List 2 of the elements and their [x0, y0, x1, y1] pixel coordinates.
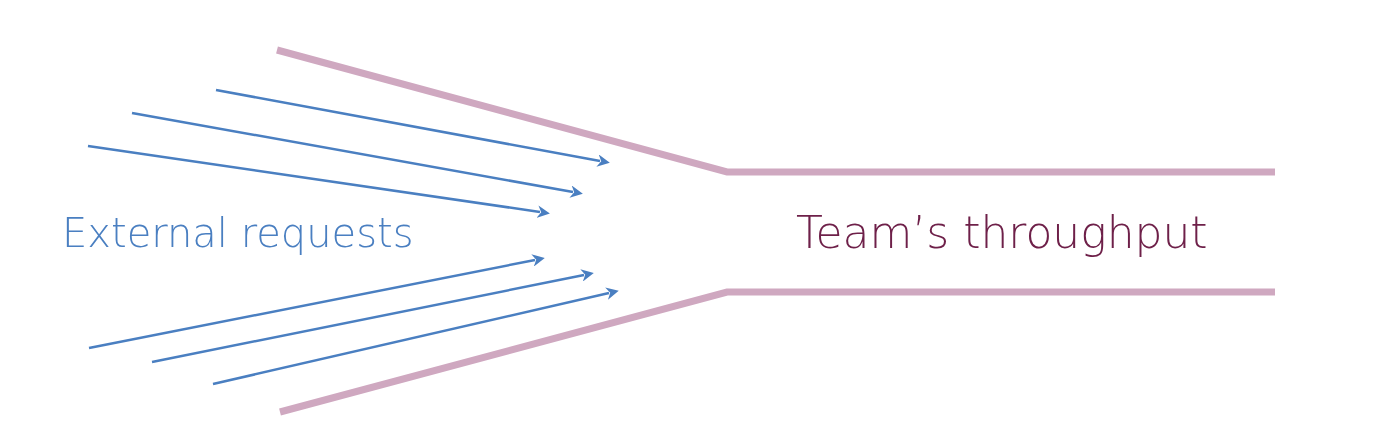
label-text: External requests	[62, 209, 414, 258]
label-text: Team’s throughput	[796, 208, 1208, 258]
